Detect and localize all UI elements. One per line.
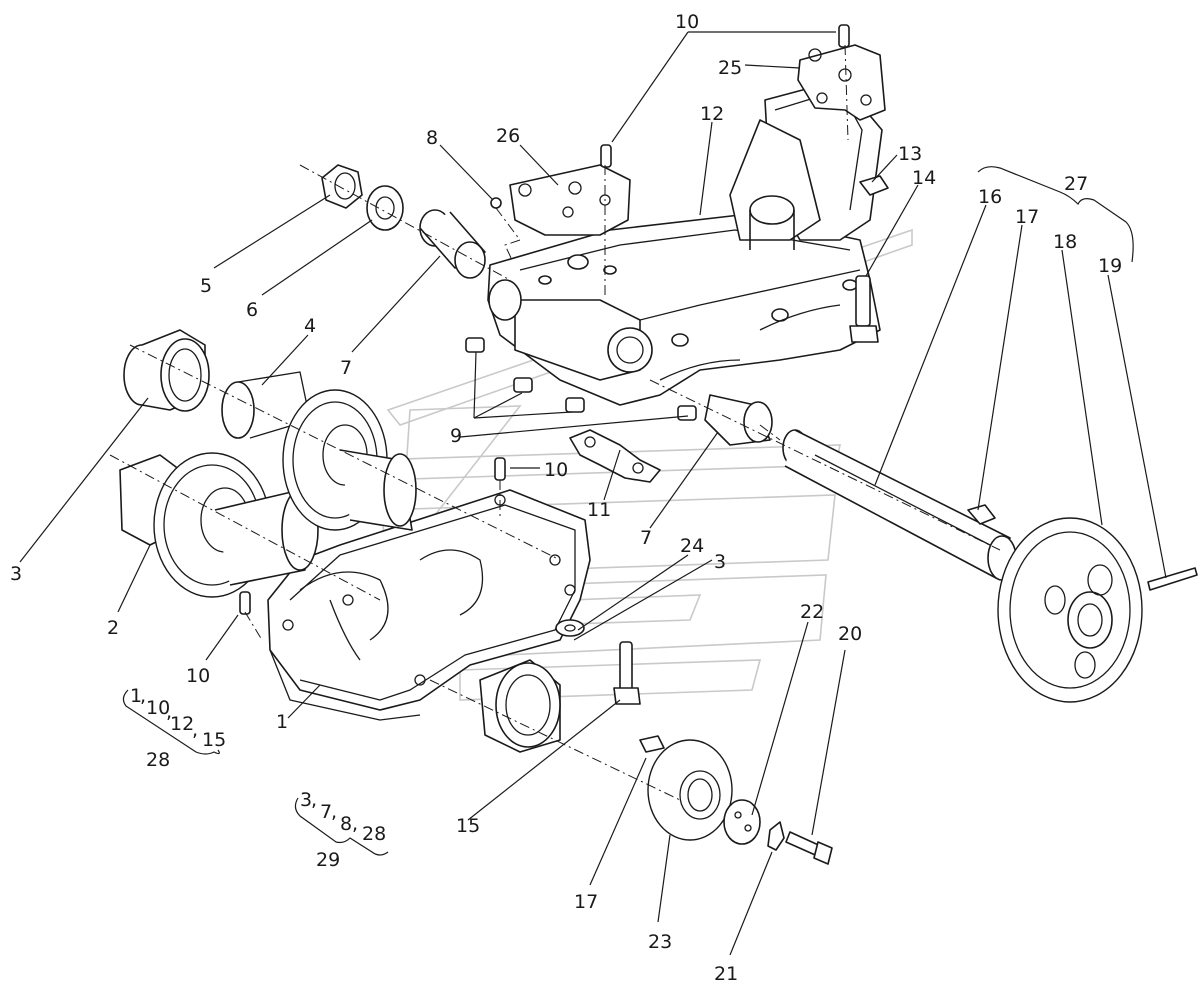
callout-27: 27	[1064, 173, 1088, 195]
gear-23-part	[639, 735, 733, 841]
key-17a-part	[967, 504, 996, 525]
callout-5: 5	[200, 275, 212, 297]
callout-16: 16	[978, 186, 1002, 208]
gasket-25-part	[797, 44, 886, 121]
upper-carrier-part	[487, 79, 883, 406]
sleeve-7b-part	[704, 394, 773, 446]
group29-comma-3: ,	[352, 813, 358, 835]
bushing-3-part	[123, 329, 210, 412]
group29-total: 29	[316, 849, 340, 871]
pin-19-part	[1147, 567, 1198, 591]
group29-item-28: 28	[362, 823, 386, 845]
group29-item-8: 8	[340, 813, 352, 835]
sleeve-7a-part	[419, 209, 486, 279]
callout-8: 8	[426, 127, 438, 149]
group28-item-10: 10	[146, 697, 170, 719]
callout-7-left: 7	[340, 357, 352, 379]
group28-item-15: 15	[202, 729, 226, 751]
callout-14: 14	[912, 167, 936, 189]
callout-15: 15	[456, 815, 480, 837]
group28-comma-3: ,	[192, 719, 198, 741]
callout-10-low: 10	[186, 665, 210, 687]
callout-20: 20	[838, 623, 862, 645]
callout-25: 25	[718, 57, 742, 79]
callout-3-left: 3	[10, 563, 22, 585]
callout-22: 22	[800, 601, 824, 623]
gasket-26-part	[509, 164, 631, 236]
watermark	[370, 228, 913, 701]
callout-2: 2	[107, 617, 119, 639]
bolt-20-part	[785, 831, 833, 865]
callout-21: 21	[714, 963, 738, 985]
callout-1: 1	[276, 711, 288, 733]
brace-29	[294, 797, 389, 856]
group29-comma-1: ,	[311, 789, 317, 811]
callout-13: 13	[898, 143, 922, 165]
callout-18: 18	[1053, 231, 1077, 253]
callout-6: 6	[246, 299, 258, 321]
callout-4: 4	[304, 315, 316, 337]
group28-comma-2: ,	[166, 701, 172, 723]
group28-comma-1: ,	[140, 685, 146, 707]
group28-total: 28	[146, 749, 170, 771]
gear-shaft-upper-part	[282, 389, 417, 531]
tab-washer-11-part	[569, 429, 661, 483]
lock-21-part	[767, 821, 785, 851]
gear-18-part	[997, 517, 1143, 703]
callout-3-right: 3	[714, 551, 726, 573]
callout-9: 9	[450, 425, 462, 447]
washer-6-part	[366, 185, 404, 231]
callout-17-top: 17	[1015, 206, 1039, 228]
leader-lines	[19, 31, 1167, 956]
group29-item-7: 7	[320, 801, 332, 823]
pins-10-part	[239, 24, 850, 615]
brace-28	[122, 689, 220, 755]
callout-11: 11	[587, 499, 611, 521]
callout-10-mid: 10	[544, 459, 568, 481]
callout-26: 26	[496, 125, 520, 147]
callout-23: 23	[648, 931, 672, 953]
callout-17-bottom: 17	[574, 891, 598, 913]
group28-item-12: 12	[170, 713, 194, 735]
bushing-lower-part	[479, 659, 561, 753]
bolt-lower-part	[613, 641, 641, 705]
bolt-14-part	[849, 275, 879, 343]
shaft-16-part	[782, 429, 1017, 581]
group28-item-1: 1	[130, 685, 142, 707]
bolt-13-part	[859, 175, 889, 196]
callout-12: 12	[700, 103, 724, 125]
callout-7-right: 7	[640, 527, 652, 549]
callout-10-top: 10	[675, 11, 699, 33]
callout-19: 19	[1098, 255, 1122, 277]
group29-comma-2: ,	[331, 801, 337, 823]
centre-lines	[109, 44, 1001, 801]
washer-24-part	[555, 619, 585, 637]
group29-item-3: 3	[300, 789, 312, 811]
nut-5-part	[321, 164, 363, 209]
callout-24: 24	[680, 535, 704, 557]
brace-27	[977, 166, 1134, 263]
plate-22-part	[723, 799, 761, 845]
callout-labels: 10 25 12 26 8 13 14 27 16 17 18 19 5 6 4…	[10, 11, 1122, 985]
